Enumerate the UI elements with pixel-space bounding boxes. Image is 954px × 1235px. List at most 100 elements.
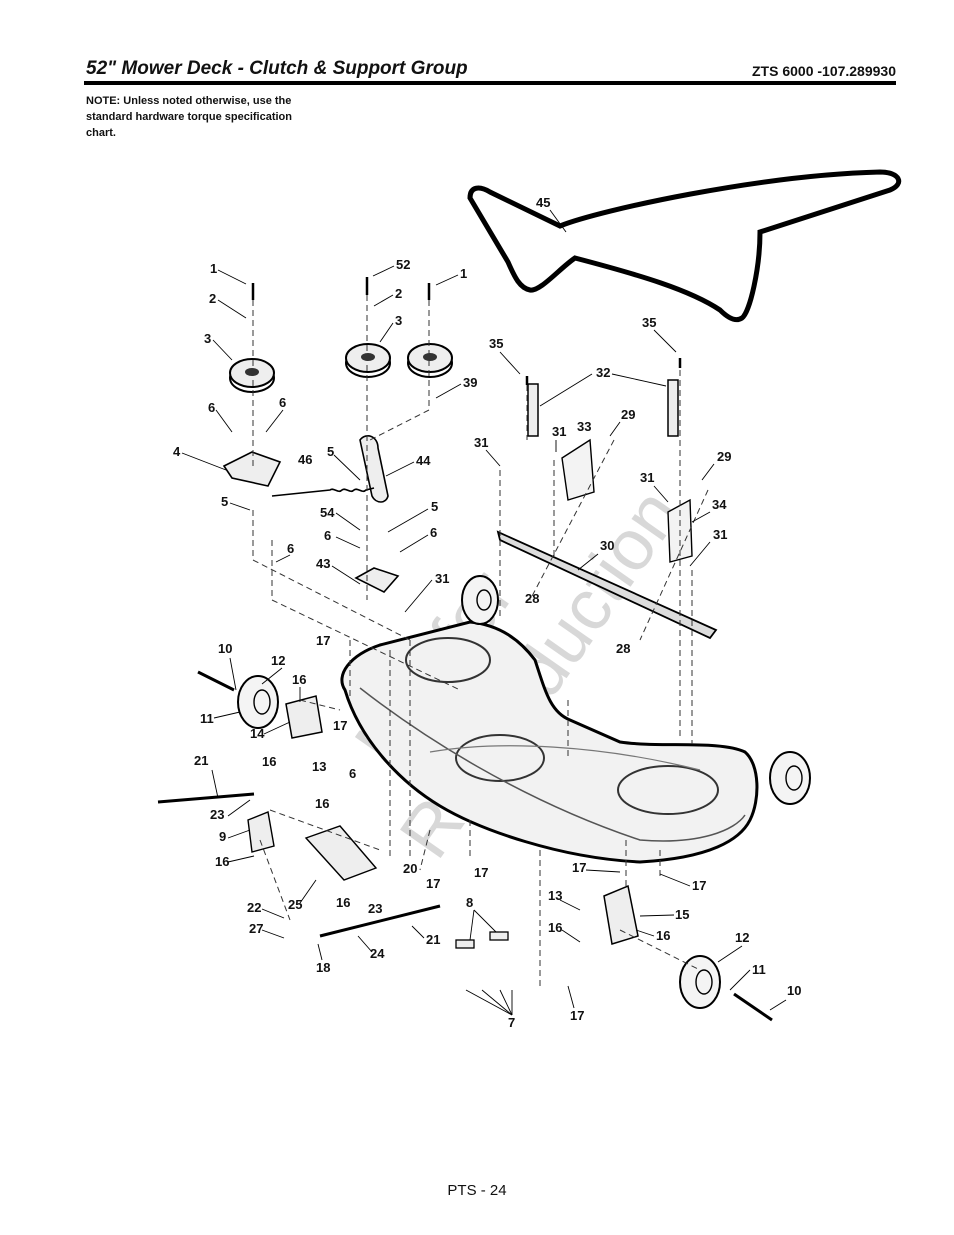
callout-label: 35 bbox=[642, 315, 656, 330]
callout-label: 6 bbox=[279, 395, 286, 410]
callout-label: 33 bbox=[577, 419, 591, 434]
callout-label: 31 bbox=[640, 470, 654, 485]
hanger-plate-9 bbox=[247, 811, 275, 853]
callout-label: 2 bbox=[209, 291, 216, 306]
callout-label: 16 bbox=[548, 920, 562, 935]
callout-label: 31 bbox=[552, 424, 566, 439]
callout-label: 17 bbox=[333, 718, 347, 733]
idler-arm-44 bbox=[359, 435, 389, 503]
callout-label: 16 bbox=[336, 895, 350, 910]
gauge-wheel-deck-right bbox=[769, 751, 811, 805]
callout-label: 15 bbox=[675, 907, 689, 922]
deck-inner-ridge-2 bbox=[429, 745, 701, 771]
callout-label: 6 bbox=[208, 400, 215, 415]
callout-label: 17 bbox=[570, 1008, 584, 1023]
spindle-center bbox=[455, 734, 545, 782]
callout-label: 4 bbox=[173, 444, 181, 459]
support-bracket bbox=[496, 530, 718, 640]
side-plate-left bbox=[561, 438, 595, 501]
callout-label: 5 bbox=[221, 494, 228, 509]
callout-label: 30 bbox=[600, 538, 614, 553]
torque-note: NOTE: Unless noted otherwise, use the st… bbox=[86, 95, 292, 139]
callout-label: 8 bbox=[466, 895, 473, 910]
callout-label: 6 bbox=[430, 525, 437, 540]
callout-label: 17 bbox=[426, 876, 440, 891]
callout-label: 52 bbox=[396, 257, 410, 272]
callout-label: 2 bbox=[395, 286, 402, 301]
clip-8-right bbox=[489, 931, 509, 941]
callout-label: 39 bbox=[463, 375, 477, 390]
spindle-left bbox=[405, 637, 491, 683]
gauge-wheel-left bbox=[237, 675, 279, 729]
callout-label: 16 bbox=[656, 928, 670, 943]
callout-label: 23 bbox=[368, 901, 382, 916]
header-rule bbox=[84, 81, 896, 85]
bolt-10-right bbox=[733, 992, 773, 1022]
callout-label: 12 bbox=[735, 930, 749, 945]
callout-label: 25 bbox=[288, 897, 302, 912]
callout-label: 14 bbox=[250, 726, 265, 741]
callout-label: 32 bbox=[596, 365, 610, 380]
clip-8-left bbox=[455, 939, 475, 949]
callout-label: 21 bbox=[194, 753, 208, 768]
callout-label: 35 bbox=[489, 336, 503, 351]
callout-label: 1 bbox=[210, 261, 217, 276]
callout-label: 17 bbox=[692, 878, 706, 893]
callout-label: 46 bbox=[298, 452, 312, 467]
support-bracket-arm-left bbox=[527, 383, 539, 437]
callout-label: 21 bbox=[426, 932, 440, 947]
bolt-10-left bbox=[197, 670, 235, 692]
support-bracket-arm-right bbox=[667, 379, 679, 437]
wheel-bracket-14 bbox=[285, 695, 323, 739]
callout-label: 43 bbox=[316, 556, 330, 571]
callout-label: 16 bbox=[215, 854, 229, 869]
callout-labels: 1 2 3 6 6 4 5 6 52 2 3 1 39 5 46 44 54 6… bbox=[173, 195, 801, 1030]
leader-lines bbox=[181, 209, 787, 1016]
gauge-wheel-rear bbox=[461, 575, 499, 625]
pulley-bracket-4 bbox=[222, 451, 282, 487]
callout-label: 29 bbox=[717, 449, 731, 464]
rod-21-upper bbox=[157, 792, 255, 804]
model-number: ZTS 6000 -107.289930 bbox=[752, 63, 896, 79]
callout-label: 54 bbox=[320, 505, 335, 520]
callout-label: 5 bbox=[327, 444, 334, 459]
callout-label: 20 bbox=[403, 861, 417, 876]
bolts bbox=[251, 277, 682, 385]
link-plate-25 bbox=[304, 825, 378, 881]
callout-label: 24 bbox=[370, 946, 385, 961]
callout-label: 9 bbox=[219, 829, 226, 844]
callout-label: 18 bbox=[316, 960, 330, 975]
callout-label: 12 bbox=[271, 653, 285, 668]
callout-label: 17 bbox=[316, 633, 330, 648]
callout-label: 6 bbox=[349, 766, 356, 781]
callout-label: 45 bbox=[536, 195, 550, 210]
callout-label: 31 bbox=[435, 571, 449, 586]
idler-pulley-right bbox=[407, 343, 453, 378]
callout-label: 34 bbox=[712, 497, 727, 512]
rod-21-lower bbox=[319, 904, 441, 938]
callout-label: 13 bbox=[548, 888, 562, 903]
callout-label: 28 bbox=[616, 641, 630, 656]
spring-46 bbox=[271, 487, 375, 497]
assembly-dashes bbox=[252, 295, 709, 990]
callout-label: 27 bbox=[249, 921, 263, 936]
callout-label: 1 bbox=[460, 266, 467, 281]
callout-label: 7 bbox=[508, 1015, 515, 1030]
drive-belt bbox=[467, 169, 902, 323]
idler-pulley-center bbox=[345, 343, 391, 378]
callout-label: 17 bbox=[572, 860, 586, 875]
callout-label: 17 bbox=[474, 865, 488, 880]
callout-label: 22 bbox=[247, 900, 261, 915]
callout-label: 16 bbox=[315, 796, 329, 811]
deck-inner-ridge bbox=[359, 687, 746, 842]
callout-label: 11 bbox=[752, 962, 766, 977]
callout-label: 31 bbox=[713, 527, 727, 542]
callout-label: 16 bbox=[262, 754, 276, 769]
callout-label: 28 bbox=[525, 591, 539, 606]
idler-pulley-left bbox=[229, 358, 275, 393]
page-number: PTS - 24 bbox=[447, 1182, 507, 1199]
callout-label: 11 bbox=[200, 711, 214, 726]
callout-label: 6 bbox=[287, 541, 294, 556]
callout-label: 10 bbox=[218, 641, 232, 656]
